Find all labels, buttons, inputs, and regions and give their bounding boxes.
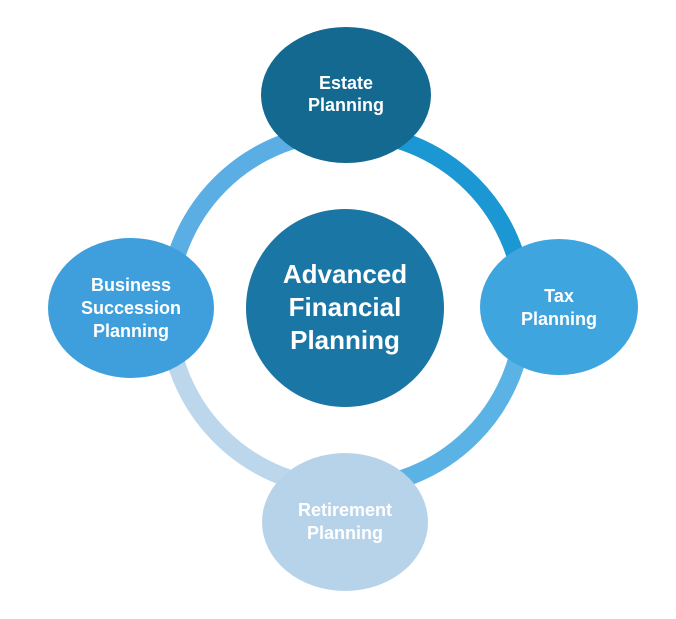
estate-line-2: Planning <box>308 95 384 115</box>
retirement-line-1: Retirement <box>298 500 392 520</box>
tax-line-1: Tax <box>544 286 574 306</box>
business-line-2: Succession <box>81 298 181 318</box>
tax-line-2: Planning <box>521 309 597 329</box>
estate-line-1: Estate <box>319 73 373 93</box>
node-tax-planning: Tax Planning <box>480 239 638 375</box>
node-business-succession-planning: Business Succession Planning <box>48 238 214 378</box>
center-line-3: Planning <box>290 325 400 355</box>
business-line-3: Planning <box>93 321 169 341</box>
center-line-1: Advanced <box>283 259 407 289</box>
center-node: Advanced Financial Planning <box>246 209 444 407</box>
business-line-1: Business <box>91 275 171 295</box>
retirement-line-2: Planning <box>307 523 383 543</box>
node-retirement-planning: Retirement Planning <box>262 453 428 591</box>
center-line-2: Financial <box>289 292 402 322</box>
node-estate-planning: Estate Planning <box>261 27 431 163</box>
